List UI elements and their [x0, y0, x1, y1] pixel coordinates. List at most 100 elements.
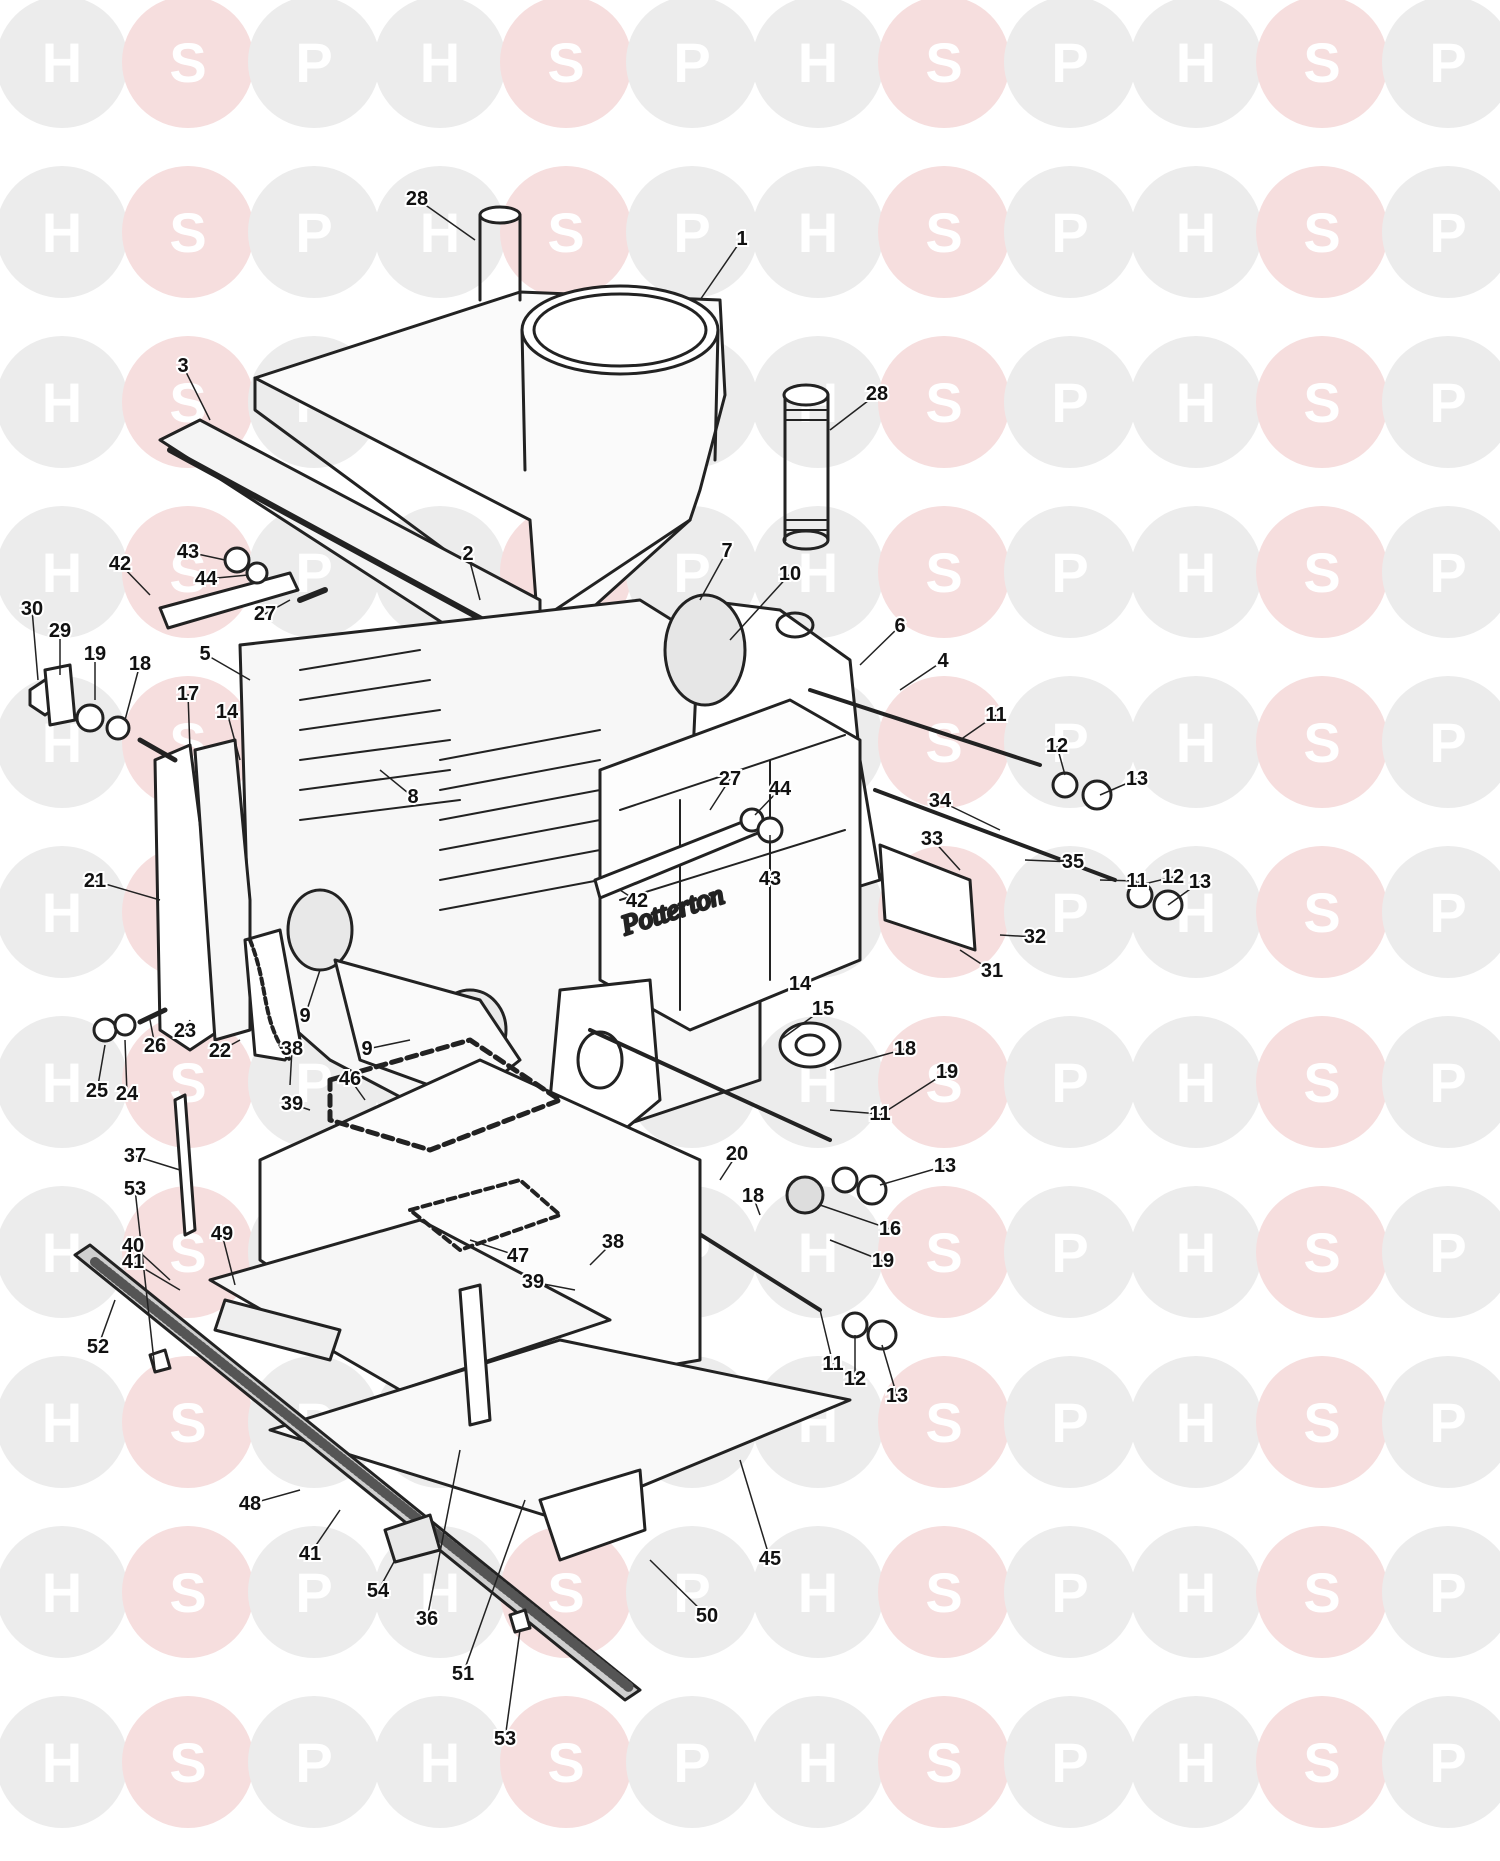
leader-line-13	[879, 1165, 946, 1186]
side-nipple	[783, 393, 830, 542]
watermark-disc	[878, 1186, 1010, 1318]
watermark-disc	[1382, 846, 1500, 978]
leader-line-36	[426, 1449, 461, 1620]
leader-line-13	[881, 1344, 898, 1397]
part-label-52: 52	[87, 1336, 109, 1358]
part-label-18: 18	[129, 653, 151, 675]
stud-27-left	[297, 587, 328, 603]
watermark-disc	[1382, 1016, 1500, 1148]
watermark-disc	[1130, 0, 1262, 128]
top-nipple-end	[478, 205, 522, 225]
leader-line-43	[187, 551, 226, 561]
watermark-letter: H	[1176, 371, 1216, 434]
watermark-disc	[1382, 1526, 1500, 1658]
watermark-disc	[0, 166, 128, 298]
nut-25	[92, 1017, 118, 1043]
watermark-disc	[626, 0, 758, 128]
watermark-letter: P	[295, 201, 332, 264]
leader-line-37	[134, 1155, 181, 1171]
leader-line-35	[1024, 859, 1074, 863]
flue-hood-front	[253, 376, 692, 622]
leader-line-11	[829, 1109, 881, 1115]
leader-line-11	[1099, 879, 1138, 882]
watermark-letter: P	[295, 1731, 332, 1794]
watermark-disc	[248, 1526, 380, 1658]
part-label-13: 13	[1126, 768, 1148, 790]
part-label-24: 24	[116, 1083, 139, 1105]
plug-16	[785, 1175, 825, 1215]
part-label-32: 32	[1024, 926, 1046, 948]
watermark-disc	[1004, 676, 1136, 808]
watermark-disc	[1256, 0, 1388, 128]
part-label-5: 5	[199, 643, 210, 665]
watermark-disc	[1130, 1526, 1262, 1658]
part-label-37: 37	[124, 1145, 146, 1167]
watermark-letter: P	[1429, 371, 1466, 434]
part-label-18: 18	[742, 1185, 764, 1207]
leader-line-18	[124, 663, 141, 721]
watermark-disc	[122, 1696, 254, 1828]
rope-seal	[248, 938, 292, 1062]
watermark-letter: S	[925, 541, 962, 604]
leader-line-13	[1099, 778, 1138, 796]
watermark-disc	[1382, 1696, 1500, 1828]
leader-line-9	[366, 1039, 411, 1050]
watermark-disc	[0, 506, 128, 638]
leader-line-44	[205, 574, 249, 580]
leader-line-53	[134, 1188, 156, 1371]
part-label-20: 20	[726, 1143, 748, 1165]
flue-collar	[520, 284, 720, 376]
watermark-letter: S	[925, 201, 962, 264]
watermark-disc	[1130, 1696, 1262, 1828]
leader-line-15	[779, 1008, 824, 1041]
watermark-disc	[1004, 1526, 1136, 1658]
stud-left	[137, 737, 178, 763]
watermark-letter: H	[798, 1221, 838, 1284]
watermark-disc	[1004, 846, 1136, 978]
part-label-13: 13	[1189, 871, 1211, 893]
watermark-letter: P	[1429, 31, 1466, 94]
part-label-3: 3	[177, 355, 188, 377]
part-label-35: 35	[1062, 851, 1084, 873]
watermark-disc	[1382, 0, 1500, 128]
part-label-34: 34	[929, 790, 952, 812]
leader-line-23	[184, 1019, 191, 1032]
part-label-13: 13	[886, 1385, 908, 1407]
watermark-letter: H	[42, 541, 82, 604]
watermark-disc	[878, 1526, 1010, 1658]
watermark-letter: S	[1303, 711, 1340, 774]
boiler-drawing: Potterton	[28, 205, 1184, 1702]
washer-plate-29	[43, 663, 77, 727]
watermark-disc	[1256, 166, 1388, 298]
leader-line-9	[304, 969, 321, 1017]
watermark-disc	[0, 1016, 128, 1148]
part-label-41: 41	[299, 1543, 321, 1565]
part-label-28: 28	[406, 188, 428, 210]
leader-line-16	[819, 1204, 891, 1230]
bracket-plate	[878, 843, 977, 952]
burner-tray	[208, 1218, 612, 1392]
watermark-disc	[752, 0, 884, 128]
watermark-disc	[1256, 846, 1388, 978]
part-label-25: 25	[86, 1080, 108, 1102]
watermark-letter: S	[1303, 541, 1340, 604]
watermark-disc	[248, 0, 380, 128]
watermark-letter: H	[42, 31, 82, 94]
part-label-51: 51	[452, 1663, 474, 1685]
watermark-letter: P	[1429, 881, 1466, 944]
fins-grid-right	[439, 729, 601, 911]
front-tapping	[778, 1021, 842, 1069]
watermark-letter: S	[925, 711, 962, 774]
part-label-23: 23	[174, 1020, 196, 1042]
watermark-disc	[1382, 166, 1500, 298]
watermark-letter: H	[1176, 1731, 1216, 1794]
watermark-disc	[1256, 1016, 1388, 1148]
leader-line-42	[619, 889, 638, 902]
leader-line-50	[649, 1559, 708, 1617]
watermark-letter: P	[1051, 881, 1088, 944]
leader-line-18	[829, 1048, 906, 1071]
part-label-12: 12	[1162, 866, 1184, 888]
watermark-disc	[248, 166, 380, 298]
top-nipple	[478, 213, 522, 302]
